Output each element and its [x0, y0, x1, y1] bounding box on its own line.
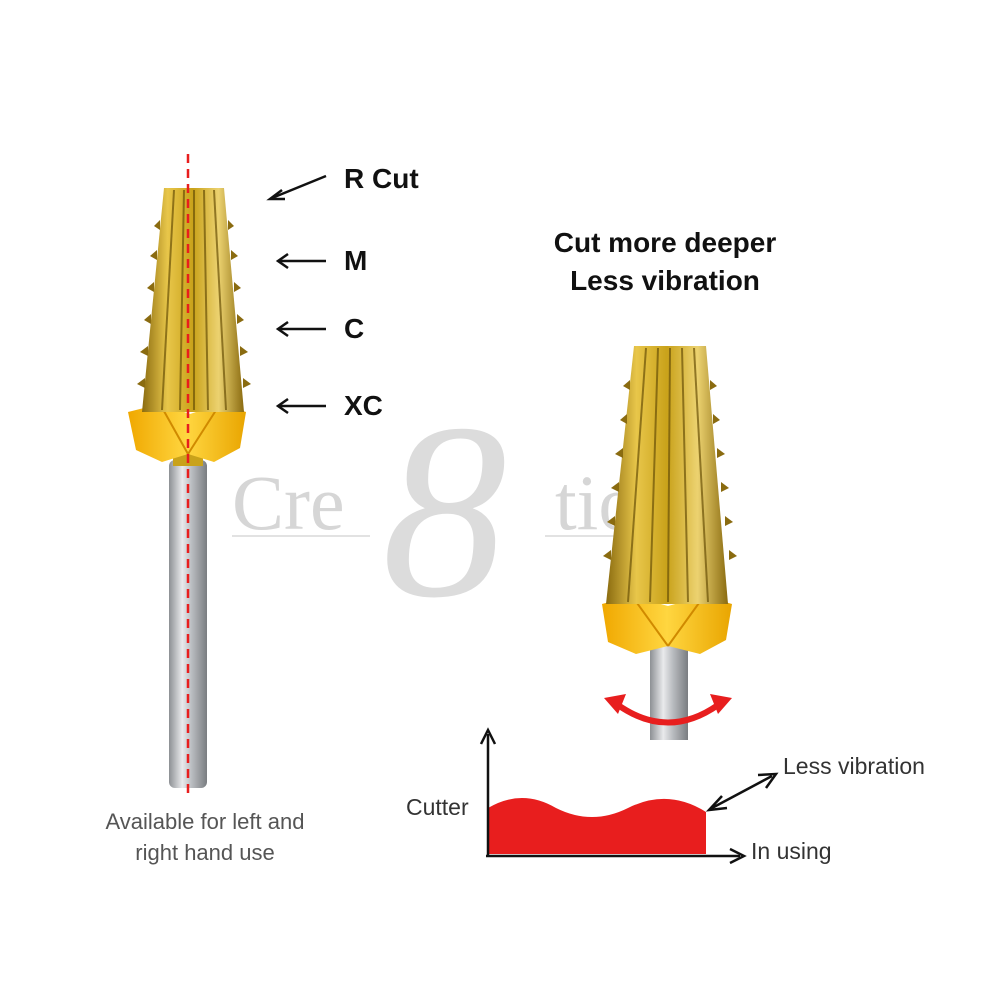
heading-line-2: Less vibration — [570, 265, 760, 296]
chart-y-label: Cutter — [406, 794, 469, 820]
grit-label-xc: XC — [344, 390, 383, 421]
label-arrows — [266, 174, 327, 415]
heading-line-1: Cut more deeper — [553, 227, 777, 258]
flutes-right — [627, 347, 709, 603]
hand-use-caption: Available for left and right hand use — [70, 806, 340, 868]
chart-axes — [479, 727, 747, 865]
rotation-arrowhead-left — [604, 694, 626, 714]
watermark-left-text: Cre — [232, 459, 345, 546]
watermark-rule-right — [545, 535, 635, 537]
watermark-rule-left — [232, 535, 370, 537]
vibration-annotation-arrow — [705, 772, 779, 812]
grit-label-c: C — [344, 313, 365, 344]
teeth-left — [137, 220, 251, 388]
rotation-arrows — [615, 702, 721, 726]
flutes-left — [161, 189, 227, 411]
caption-line-1: Available for left and — [105, 809, 305, 834]
cutter-area — [488, 798, 706, 854]
caption-line-2: right hand use — [135, 840, 275, 865]
rotation-arrowhead-right — [710, 694, 732, 714]
teeth-right — [603, 380, 737, 560]
collar-right — [602, 596, 732, 654]
collar-left — [128, 404, 246, 462]
feature-heading: Cut more deeper Less vibration — [470, 224, 860, 300]
chart-x-label: In using — [751, 838, 832, 864]
watermark-numeral: 8 — [382, 373, 507, 650]
chart-annotation: Less vibration — [783, 753, 925, 779]
grit-label-m: M — [344, 245, 368, 276]
grit-label-r-cut: R Cut — [344, 163, 419, 194]
